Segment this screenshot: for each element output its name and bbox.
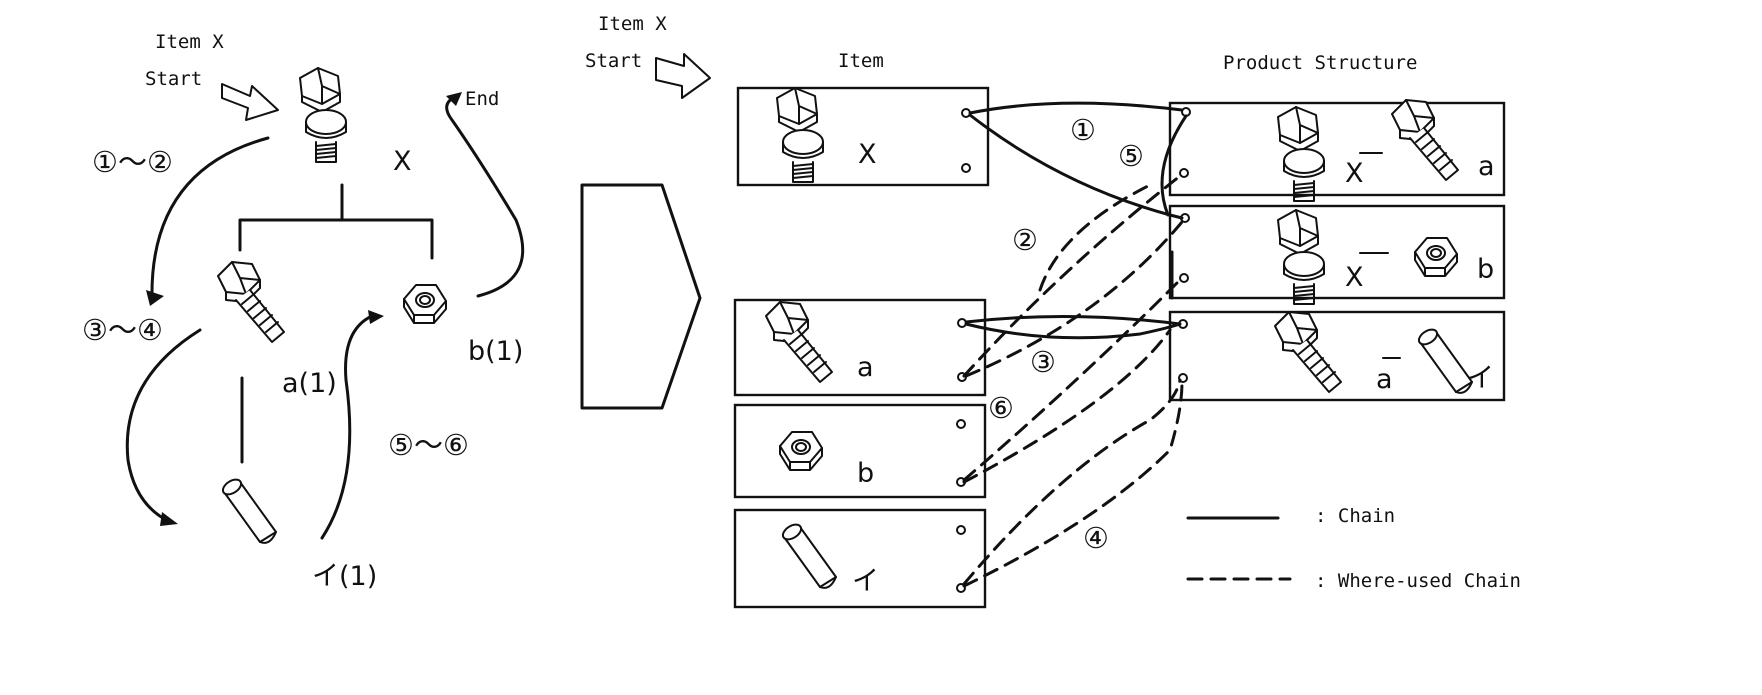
structure-x-a-parent-label: X — [1345, 158, 1364, 189]
traversal-arrow-1 — [150, 136, 270, 300]
left-tree-diagram: Item X Start End X a(1) b(1) イ(1) ①～② ③～… — [82, 31, 525, 592]
item-b-label: b — [857, 458, 874, 489]
traversal-arrow-2 — [125, 328, 202, 524]
right-start-arrow-icon — [655, 53, 711, 99]
item-i-label: イ — [852, 566, 879, 597]
item-column-title: Item — [838, 50, 884, 72]
chain-step-6: ⑥ — [988, 391, 1014, 425]
right-chain-diagram: Item X Start Item Product Structure X a … — [585, 13, 1506, 609]
start-arrow-icon — [221, 83, 279, 121]
traversal-arrow-3 — [320, 314, 374, 540]
structure-card-x-b: X b — [1168, 204, 1506, 305]
item-card-i: イ — [733, 508, 987, 609]
structure-x-b-parent-label: X — [1345, 262, 1364, 293]
item-card-x: X — [736, 86, 990, 187]
child-b-label: b(1) — [468, 336, 523, 367]
left-end-label: End — [465, 88, 499, 110]
transition-arrow-icon — [580, 183, 702, 410]
step-label-5-6: ⑤～⑥ — [388, 428, 469, 462]
item-card-b: b — [733, 403, 987, 499]
legend-chain-label: : Chain — [1315, 505, 1395, 527]
left-item-label: Item X — [155, 31, 224, 53]
legend-where-used-label: : Where-used Chain — [1315, 570, 1521, 592]
chain-step-3: ③ — [1030, 345, 1056, 379]
traversal-arrow-4 — [445, 95, 525, 298]
structure-column-title: Product Structure — [1223, 52, 1417, 74]
child-b-nut-icon — [403, 284, 447, 324]
root-bolt-nut-icon — [299, 67, 347, 163]
item-card-a: a — [733, 298, 987, 397]
chain-step-1: ① — [1070, 113, 1096, 147]
item-x-label: X — [858, 139, 877, 170]
grandchild-label: イ(1) — [312, 561, 377, 592]
child-a-label: a(1) — [282, 368, 337, 399]
right-start-label: Start — [585, 50, 642, 72]
left-start-label: Start — [145, 68, 202, 90]
legend: : Chain : Where-used Chain — [1186, 505, 1521, 592]
root-label: X — [393, 146, 412, 177]
tree-branch-lines — [238, 183, 434, 260]
chain-step-4: ④ — [1083, 521, 1109, 555]
child-a-bolt-icon — [217, 261, 285, 343]
structure-x-b-child-label: b — [1477, 254, 1494, 285]
structure-card-x-a: X a — [1168, 99, 1506, 202]
grandchild-pin-icon — [219, 475, 277, 544]
where-used-chain-lines — [962, 174, 1184, 588]
chain-step-2: ② — [1012, 223, 1038, 257]
right-item-label: Item X — [598, 13, 667, 35]
structure-card-a-i: a イ — [1168, 310, 1506, 402]
structure-a-i-child-label: イ — [1467, 363, 1494, 394]
step-label-3-4: ③～④ — [82, 313, 163, 347]
chain-step-5: ⑤ — [1118, 139, 1144, 173]
structure-x-a-child-label: a — [1478, 151, 1495, 182]
item-a-label: a — [857, 352, 874, 383]
structure-a-i-parent-label: a — [1376, 364, 1393, 395]
step-label-1-2: ①～② — [92, 145, 173, 179]
